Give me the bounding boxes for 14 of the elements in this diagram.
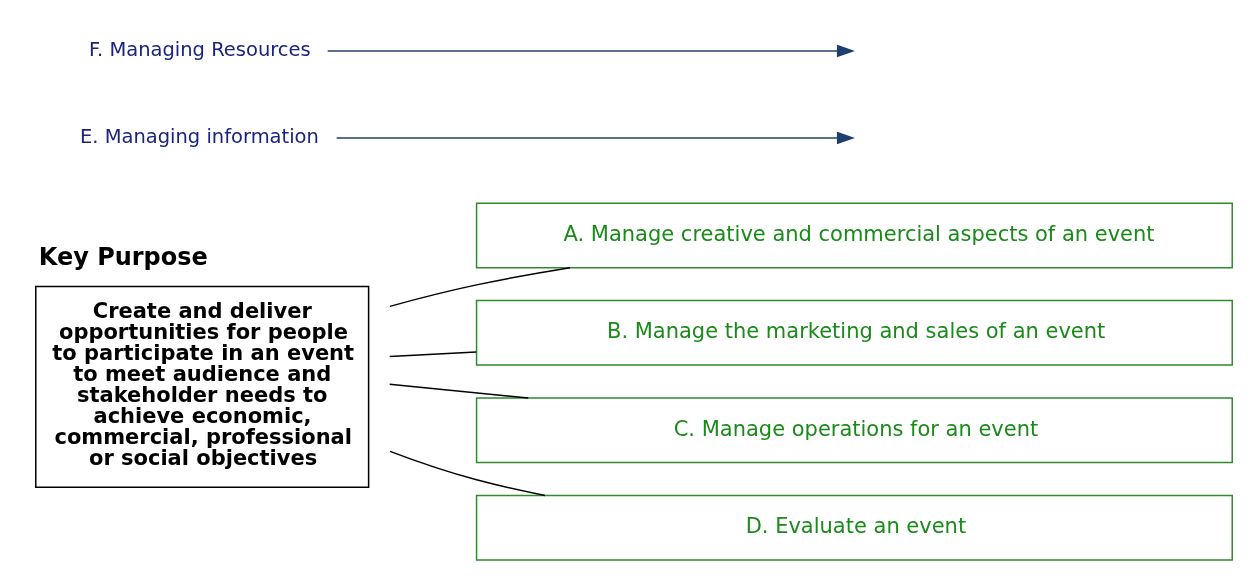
arrow (326, 44, 855, 57)
connector (389, 450, 546, 496)
node-text: F. Managing Resources (88, 37, 311, 61)
arrow (335, 131, 855, 144)
connector (389, 266, 571, 307)
node-box: Create and deliver opportunities for people to participate in an event to meet audience and stakeholder needs to achieve economic, commercial, professional or social objectives (35, 285, 370, 488)
node-label: Key Purpose (38, 242, 208, 271)
node-box: B. Manage the marketing and sales of an event (475, 299, 1233, 366)
node-text: E. Managing information (80, 124, 319, 148)
connector (389, 383, 530, 399)
node-box: D. Evaluate an event (475, 494, 1233, 561)
node-box: A. Manage creative and commercial aspects of an event (475, 201, 1233, 268)
connector (389, 350, 477, 357)
node-box: C. Manage operations for an event (475, 396, 1233, 463)
